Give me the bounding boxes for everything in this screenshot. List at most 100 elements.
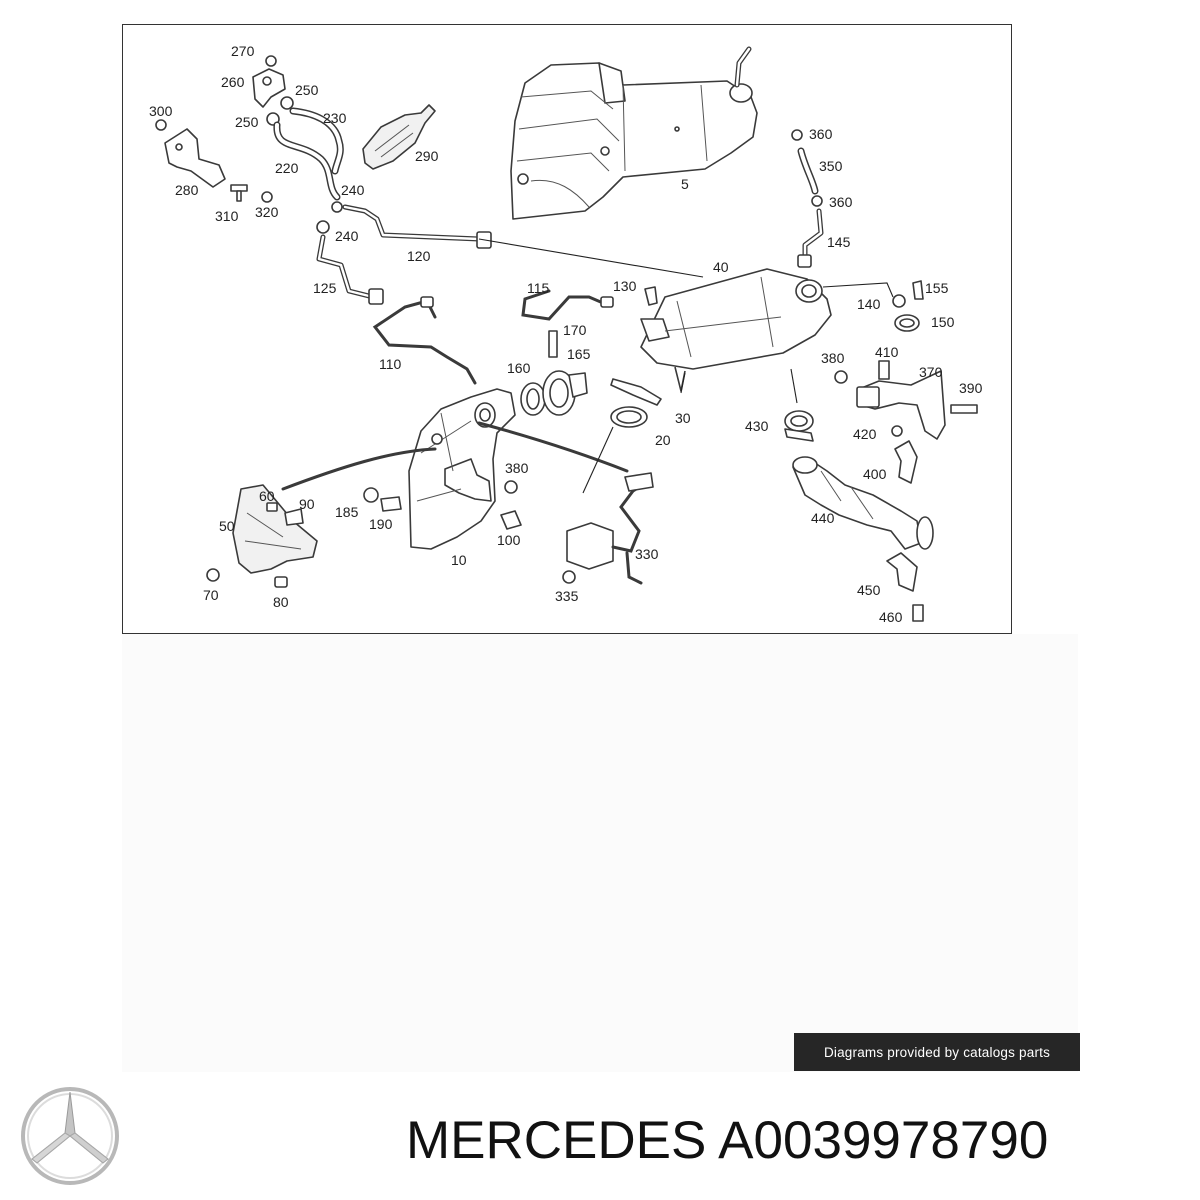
part-hose-220-230 <box>273 107 344 201</box>
callout-300: 300 <box>149 103 173 119</box>
harness-wire-left <box>281 447 437 491</box>
callout-labels: 270 260 250 300 230 250 290 220 240 280 … <box>149 43 983 625</box>
callout-460: 460 <box>879 609 903 625</box>
callout-50: 50 <box>219 518 235 534</box>
callout-360: 360 <box>829 194 853 210</box>
part-clip-90 <box>284 508 304 526</box>
callout-120: 120 <box>407 248 431 264</box>
callout-155: 155 <box>925 280 949 296</box>
callout-450: 450 <box>857 582 881 598</box>
callout-10: 10 <box>451 552 467 568</box>
callout-420: 420 <box>853 426 877 442</box>
callout-190: 190 <box>369 516 393 532</box>
callout-60: 60 <box>259 488 275 504</box>
exploded-view-drawing: 270 260 250 300 230 250 290 220 240 280 … <box>149 43 983 625</box>
callout-360: 360 <box>809 126 833 142</box>
part-bracket-450 <box>886 552 918 592</box>
callout-250: 250 <box>235 114 259 130</box>
callout-220: 220 <box>275 160 299 176</box>
callout-165: 165 <box>567 346 591 362</box>
part-bolt-130 <box>644 286 658 306</box>
callout-280: 280 <box>175 182 199 198</box>
part-clamp-140 <box>892 294 906 308</box>
part-bolt-310 <box>230 184 248 202</box>
part-nut-360 <box>791 129 823 207</box>
callout-240: 240 <box>341 182 365 198</box>
part-nut-420 <box>891 425 903 437</box>
callout-440: 440 <box>811 510 835 526</box>
part-bolt-390 <box>950 404 978 414</box>
callout-230: 230 <box>323 110 347 126</box>
part-clamp-430 <box>784 410 814 442</box>
callout-160: 160 <box>507 360 531 376</box>
part-pipe-145 <box>797 208 824 268</box>
part-sensor-wire-110 <box>372 296 477 385</box>
callout-380: 380 <box>821 350 845 366</box>
part-clamp-240 <box>316 201 343 234</box>
callout-150: 150 <box>931 314 955 330</box>
callout-390: 390 <box>959 380 983 396</box>
part-catalyst-housing-40 <box>640 268 832 392</box>
part-clamp-165 <box>542 370 588 416</box>
part-bolt-335 <box>562 570 576 584</box>
callout-240: 240 <box>335 228 359 244</box>
part-inlet-housing-10 <box>408 388 516 550</box>
callout-350: 350 <box>819 158 843 174</box>
part-nut-80 <box>274 576 288 588</box>
part-nut-320 <box>261 191 273 203</box>
part-clamp-250 <box>266 96 294 126</box>
part-bolt-70 <box>206 568 220 582</box>
part-clip-100 <box>500 510 522 530</box>
part-sensor-330 <box>566 472 654 585</box>
callout-30: 30 <box>675 410 691 426</box>
callout-90: 90 <box>299 496 315 512</box>
part-gasket-20 <box>610 406 648 428</box>
callout-130: 130 <box>613 278 637 294</box>
callout-335: 335 <box>555 588 579 604</box>
callout-70: 70 <box>203 587 219 603</box>
parts-diagram: 270 260 250 300 230 250 290 220 240 280 … <box>122 24 1012 634</box>
callout-430: 430 <box>745 418 769 434</box>
callout-370: 370 <box>919 364 943 380</box>
diagram-credit-banner: Diagrams provided by catalogs parts <box>794 1033 1080 1071</box>
brand-part-number: MERCEDES A0039978790 <box>406 1111 1049 1170</box>
part-seal-160 <box>520 382 546 416</box>
callout-125: 125 <box>313 280 337 296</box>
callout-140: 140 <box>857 296 881 312</box>
callout-110: 110 <box>379 356 402 372</box>
part-clamp-190 <box>380 496 402 512</box>
part-clamp-150 <box>894 314 920 332</box>
part-bracket-300 <box>155 119 226 188</box>
callout-5: 5 <box>681 176 689 192</box>
callout-320: 320 <box>255 204 279 220</box>
part-sensor-wire-115 <box>521 289 614 321</box>
part-exhaust-pipe-440 <box>792 456 934 550</box>
part-diesel-particulate-filter-5 <box>510 46 758 220</box>
callout-260: 260 <box>221 74 245 90</box>
callout-115: 115 <box>527 280 550 296</box>
callout-20: 20 <box>655 432 671 448</box>
callout-leader-lines <box>478 238 894 494</box>
callout-310: 310 <box>215 208 239 224</box>
callout-330: 330 <box>635 546 659 562</box>
part-pipe-125 <box>316 234 384 305</box>
part-clamp-30 <box>610 378 662 406</box>
callout-410: 410 <box>875 344 899 360</box>
part-bolt-410 <box>878 360 890 380</box>
part-clamp-185 <box>363 487 379 503</box>
callout-270: 270 <box>231 43 255 59</box>
callout-380: 380 <box>505 460 529 476</box>
background-panel <box>122 634 1078 1072</box>
callout-185: 185 <box>335 504 359 520</box>
part-bolt-155 <box>912 280 924 300</box>
part-bolt-380 <box>504 370 848 494</box>
callout-170: 170 <box>563 322 587 338</box>
part-bracket-370 <box>856 370 946 440</box>
callout-100: 100 <box>497 532 521 548</box>
callout-80: 80 <box>273 594 289 610</box>
part-bracket-260 <box>252 55 286 108</box>
part-bolt-170 <box>548 330 558 358</box>
part-clip-60 <box>266 502 278 512</box>
part-bolt-460 <box>912 604 924 622</box>
callout-40: 40 <box>713 259 729 275</box>
